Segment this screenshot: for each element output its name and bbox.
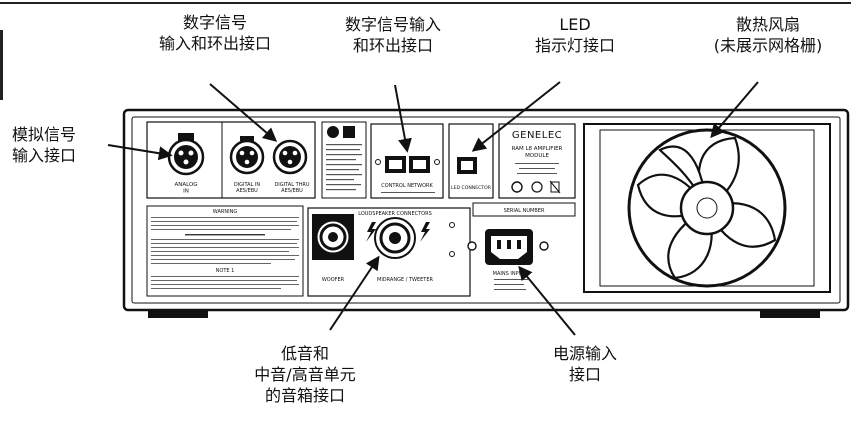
callout-power-in-line-2: 接口 (568, 365, 601, 384)
digital-in-xlr[interactable] (229, 136, 265, 175)
callout-control-network-line-1: 数字信号输入 (344, 15, 441, 34)
callout-power-in-line-1: 电源输入 (552, 344, 617, 363)
leader-speaker-out (329, 255, 380, 331)
callout-control-network: 数字信号输入 和环出接口 (318, 14, 468, 56)
warning-symbol-icon (327, 126, 339, 138)
genelec-info-block: GENELEC RAM L8 AMPLIFIER MODULE (498, 123, 576, 199)
warning-title: WARNING (213, 209, 238, 215)
leader-control-network (394, 84, 412, 153)
cooling-fan (583, 123, 831, 293)
callout-fan-line-2: (未展示网格栅) (713, 36, 823, 55)
leader-analog-in (107, 144, 173, 161)
notice-title: NOTE 1 (216, 268, 235, 274)
callout-analog-in: 模拟信号 输入接口 (12, 124, 112, 166)
callout-digital-io-line-2: 输入和环出接口 (158, 34, 271, 53)
callout-analog-in-line-2: 输入接口 (12, 146, 77, 165)
loudspeaker-title: LOUDSPEAKER CONNECTORS (358, 211, 432, 217)
chassis-foot-right (760, 310, 820, 318)
control-network-block: CONTROL NETWORK (370, 123, 444, 199)
serial-number-box: SERIAL NUMBER (472, 202, 576, 217)
woofer-speakon-connector[interactable] (312, 214, 354, 260)
lightning-symbol-icon (366, 222, 376, 242)
callout-speaker-out-line-2: 中音/高音单元 (254, 365, 356, 384)
leader-digital-io (209, 83, 278, 142)
certification-block (321, 121, 367, 199)
control-network-port-1[interactable] (385, 156, 406, 173)
callout-led-line-1: LED (559, 15, 591, 34)
lightning-symbol-icon (420, 222, 430, 242)
callout-fan-line-1: 散热风扇 (735, 15, 800, 34)
callout-led-line-2: 指示灯接口 (534, 36, 615, 55)
loudspeaker-connector-block: LOUDSPEAKER CONNECTORS WOOFER MIDRANGE /… (307, 207, 471, 297)
mains-input-title: MAINS INPUT (493, 271, 527, 277)
callout-control-network-line-2: 和环出接口 (352, 36, 433, 55)
mains-input-connector[interactable] (467, 229, 549, 265)
callout-fan: 散热风扇 (未展示网格栅) (693, 14, 843, 56)
leader-led (471, 81, 561, 152)
leader-power-in (518, 265, 576, 336)
callout-leaders (107, 81, 759, 336)
led-connector-block: LED CONNECTOR (448, 123, 494, 199)
woofer-label: WOOFER (322, 277, 345, 283)
fi-mark-icon (531, 181, 543, 193)
callout-analog-in-line-1: 模拟信号 (12, 125, 77, 144)
serial-number-label: SERIAL NUMBER (504, 208, 545, 214)
left-edge-mark (0, 30, 3, 100)
module-label-line-1: RAM L8 AMPLIFIER (512, 146, 563, 152)
midrange-tweeter-speakon-connector[interactable] (374, 217, 416, 259)
callout-digital-io: 数字信号 输入和环出接口 (140, 12, 290, 54)
callout-speaker-out-line-1: 低音和 (280, 344, 329, 363)
callout-led: LED 指示灯接口 (515, 14, 635, 56)
module-label-line-2: MODULE (525, 153, 549, 159)
ce-mark-icon (511, 181, 523, 193)
led-connector-port[interactable] (457, 157, 477, 174)
callout-digital-io-line-1: 数字信号 (182, 13, 247, 32)
brand-label: GENELEC (512, 130, 562, 141)
digital-thru-xlr[interactable] (272, 139, 308, 175)
callout-power-in: 电源输入 接口 (530, 343, 640, 385)
warning-text-block: WARNING NOTE 1 (146, 205, 304, 297)
mains-input-text: MAINS INPUT (493, 271, 528, 290)
control-network-label: CONTROL NETWORK (381, 183, 433, 189)
led-connector-label: LED CONNECTOR (451, 185, 492, 191)
callout-speaker-out: 低音和 中音/高音单元 的音箱接口 (230, 343, 380, 406)
weee-mark-icon (550, 181, 560, 193)
control-network-port-2[interactable] (409, 156, 430, 173)
callout-speaker-out-line-3: 的音箱接口 (264, 386, 345, 405)
midrange-tweeter-label: MIDRANGE / TWEETER (377, 277, 433, 283)
chassis-foot-left (148, 310, 208, 318)
leader-fan (710, 81, 759, 139)
